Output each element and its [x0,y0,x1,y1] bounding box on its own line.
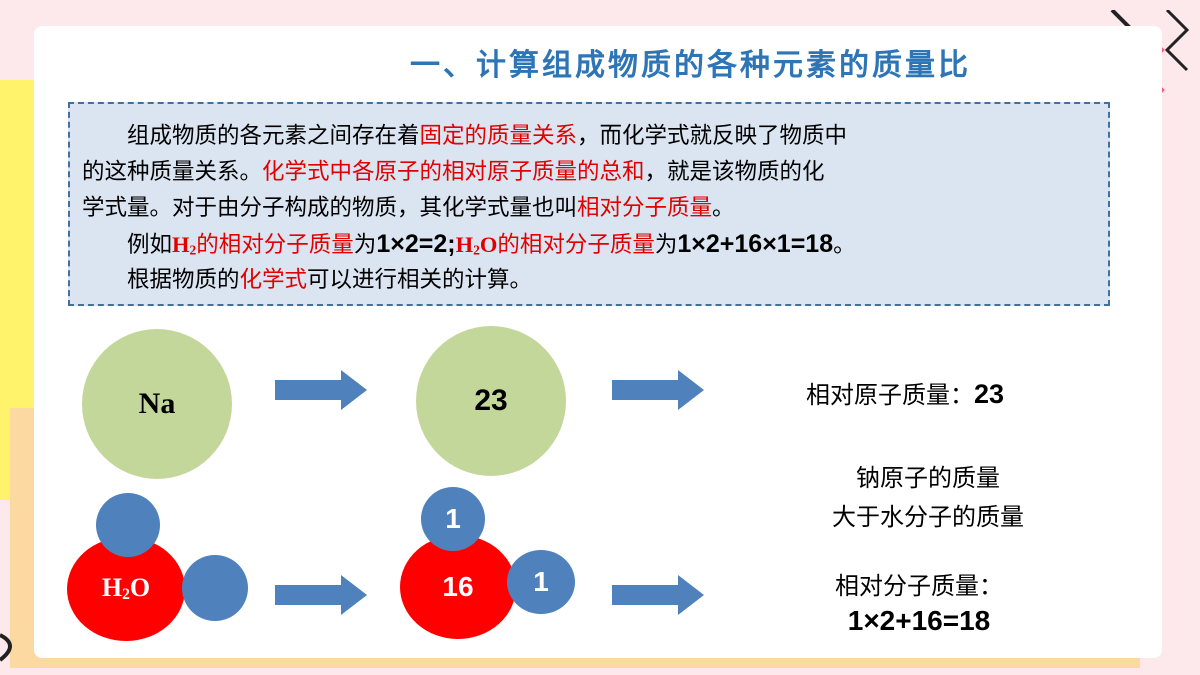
hydrogen-atom-top [96,493,160,557]
hydrogen-mass-value: 1 [445,503,461,534]
sodium-mass-atom: 23 [416,326,566,476]
oxygen-mass-atom: 16 [400,535,516,639]
hydrogen-atom-right [182,555,248,621]
paragraph-line-5: 根据物质的化学式可以进行相关的计算。 [127,267,533,293]
relative-molecular-mass-note: 相对分子质量： 1×2+16=18 [835,572,1003,636]
bottom-left-decoration [0,633,12,662]
relative-atomic-mass-note: 相对原子质量：23 [806,379,1005,409]
paragraph-line-2: 的这种质量关系。化学式中各原子的相对原子质量的总和，就是该物质的化 [82,159,825,185]
page-title: 一、计算组成物质的各种元素的质量比 [410,48,971,83]
hydrogen-mass-atom-top: 1 [421,487,485,551]
hydrogen-mass-value: 1 [533,566,549,597]
arrow-right-icon [275,575,367,615]
paragraph-line-3: 学式量。对于由分子构成的物质，其化学式量也叫相对分子质量。 [82,195,735,221]
arrow-right-icon [275,370,367,410]
paragraph-line-1: 组成物质的各元素之间存在着固定的质量关系，而化学式就反映了物质中 [127,123,848,149]
comparison-note: 钠原子的质量 大于水分子的质量 [832,464,1024,531]
arrow-right-icon [612,370,704,410]
sodium-atom: Na [82,329,232,479]
arrow-right-icon [612,575,704,615]
sodium-label: Na [138,387,176,420]
explanation-box: 组成物质的各元素之间存在着固定的质量关系，而化学式就反映了物质中 的这种质量关系… [68,102,1110,306]
hydrogen-mass-atom-right: 1 [507,550,575,614]
paragraph-line-4: 例如H2的相对分子质量为1×2=2;H2O的相对分子质量为1×2+16×1=18… [127,230,856,258]
water-formula-label: H2O [101,573,151,604]
oxygen-mass-value: 16 [442,571,474,602]
sodium-mass-value: 23 [474,384,508,417]
